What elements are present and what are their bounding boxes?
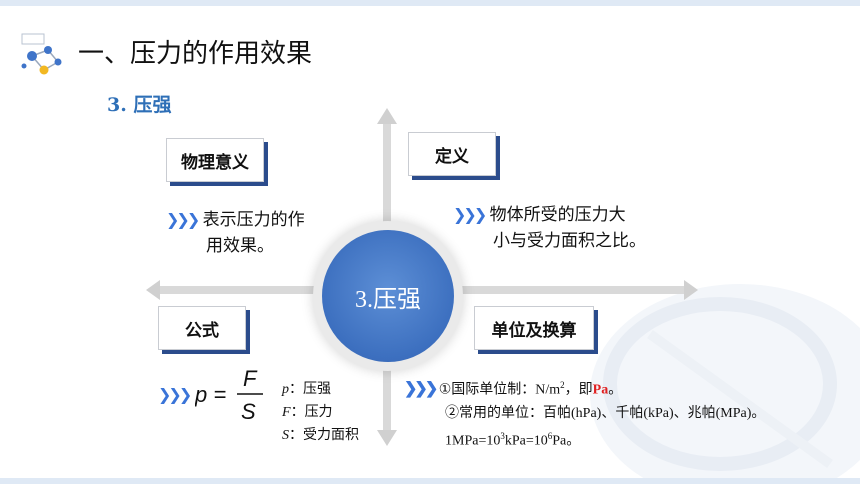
definition-p: p：压强: [282, 381, 331, 397]
definition-text: ❯❯❯ 物体所受的压力大 小与受力面积之比。: [453, 202, 646, 254]
formula-numerator: F: [243, 366, 258, 391]
units-title-box: 单位及换算: [474, 306, 594, 350]
meaning-text: ❯❯❯ 表示压力的作 用效果。: [166, 207, 305, 259]
bullet-chevron-icon: ❯❯❯: [166, 210, 200, 229]
units-line-2: ②常用的单位：百帕(hPa)、千帕(kPa)、兆帕(MPa)。: [445, 405, 766, 421]
bottom-border: [0, 478, 860, 484]
definition-f: F：压力: [282, 404, 333, 420]
units-line-1: ❯❯❯ ①国际单位制：N/m2，即Pa。: [404, 380, 623, 398]
center-topic-circle: 3.压强: [322, 230, 454, 362]
meaning-line-1: 表示压力的作: [202, 210, 305, 230]
definition-title-box: 定义: [408, 132, 496, 176]
page-title: 一、压力的作用效果: [78, 39, 313, 69]
meaning-line-2: 用效果。: [206, 236, 274, 256]
definition-s: S：受力面积: [282, 427, 359, 443]
units-text: ❯❯❯ ①国际单位制：N/m2，即Pa。 ②常用的单位：百帕(hPa)、千帕(k…: [404, 374, 765, 452]
definition-line-2: 小与受力面积之比。: [493, 231, 646, 251]
definition-line-1: 物体所受的压力大: [489, 205, 626, 225]
top-border: [0, 0, 860, 6]
units-line-3: 1MPa=103kPa=106Pa。: [445, 430, 581, 449]
formula-lhs: p =: [195, 382, 226, 407]
formula-bullet: ❯❯❯: [158, 382, 192, 408]
meaning-title-box: 物理意义: [166, 138, 264, 182]
formula-definitions: p：压强 F：压力 S：受力面积: [282, 378, 359, 447]
pascal-highlight: Pa: [592, 382, 609, 398]
section-subtitle: 3. 压强: [107, 90, 171, 117]
background-dish-watermark: [590, 284, 860, 484]
subtitle-number: 3.: [107, 94, 127, 116]
formula-title-box: 公式: [158, 306, 246, 350]
formula-denominator: S: [241, 399, 256, 424]
pressure-formula: p = F S: [195, 366, 263, 424]
bullet-chevron-icon: ❯❯❯: [158, 385, 192, 404]
logo-molecule-icon: [21, 33, 62, 75]
bullet-chevron-icon: ❯❯❯: [404, 380, 438, 398]
subtitle-text: 压强: [133, 94, 172, 116]
bullet-chevron-icon: ❯❯❯: [453, 205, 487, 224]
